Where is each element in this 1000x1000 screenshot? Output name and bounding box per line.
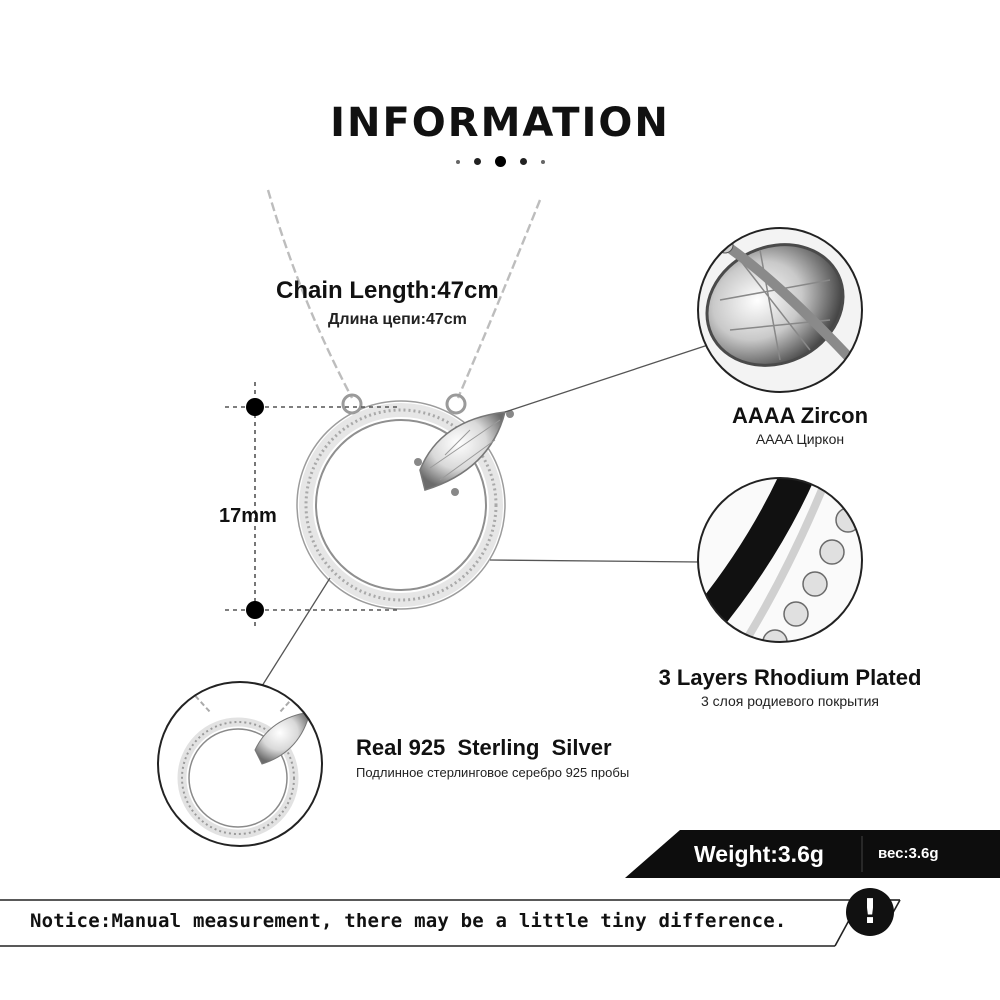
exclamation-icon: ! [846, 888, 894, 936]
rhodium-label-ru: 3 слоя родиевого покрытия [701, 693, 879, 709]
notice-text: Notice:Manual measurement, there may be … [30, 910, 787, 932]
weight-label-ru: вес:3.6g [878, 845, 939, 862]
dot-separator-icon [0, 156, 1000, 167]
zircon-closeup [697, 227, 863, 393]
page-title: INFORMATION [330, 100, 670, 146]
weight-banner [625, 830, 1000, 878]
zircon-label-ru: AAAA Циркон [755, 431, 845, 447]
rhodium-label: 3 Layers Rhodium Plated [658, 665, 922, 690]
callout-lines [261, 344, 709, 687]
pendant-ring [296, 400, 506, 610]
size-measurement [225, 382, 400, 630]
pendant-size-label: 17mm [219, 505, 277, 527]
chain-length-label: Chain Length:47cm [276, 277, 499, 304]
silver-closeup [157, 681, 323, 847]
marquise-stone [414, 410, 514, 496]
zircon-label: AAAA Zircon [731, 403, 869, 428]
silver-label: Real 925 Sterling Silver [356, 735, 612, 760]
chain-length-label-ru: Длина цепи:47cm [328, 311, 467, 328]
necklace-chain [266, 189, 542, 399]
weight-label: Weight:3.6g [694, 841, 824, 867]
rhodium-closeup [697, 477, 863, 643]
silver-label-ru: Подлинное стерлинговое серебро 925 пробы [356, 765, 630, 780]
